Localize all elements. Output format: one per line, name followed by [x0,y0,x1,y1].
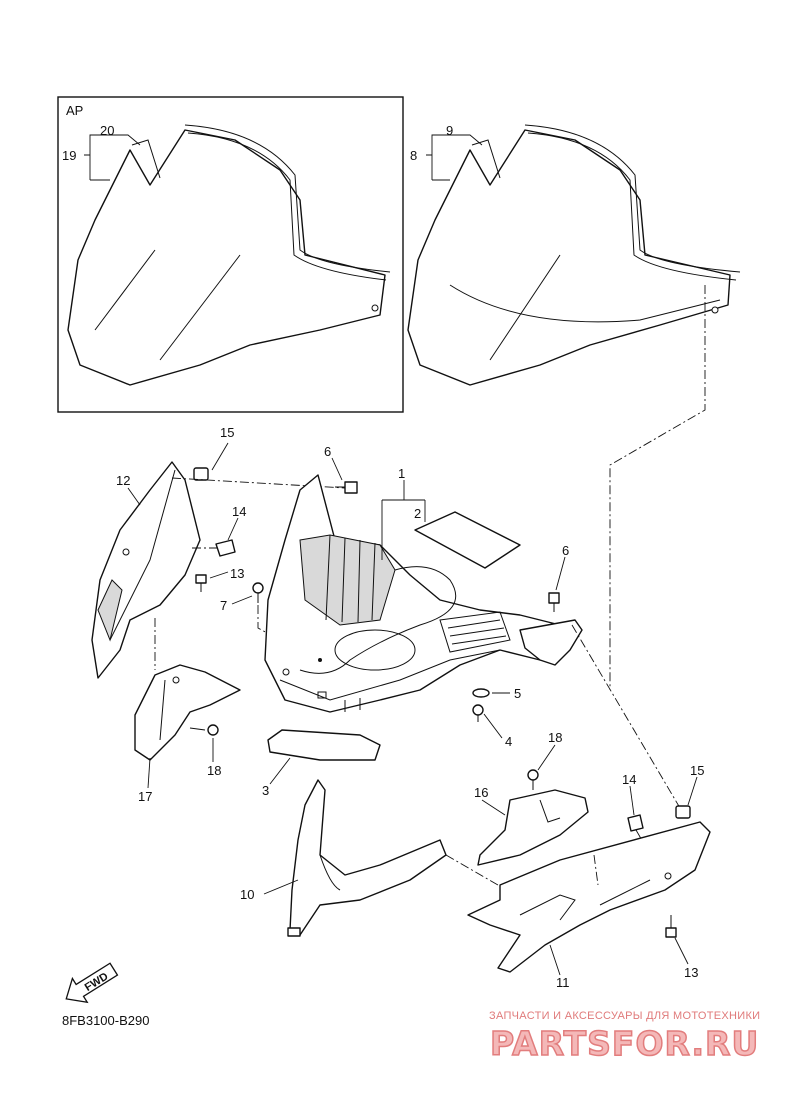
part-17-lower-cover [134,664,241,761]
label-13-right: 13 [684,965,698,980]
label-2: 2 [414,506,421,521]
connector-line-10 [445,854,511,893]
part-10-lower-fairing [287,779,447,937]
leader-11 [549,944,561,976]
part-12-side-panel [91,461,201,679]
screw-18-left [189,724,219,736]
leader-7 [231,595,253,605]
leader-1-2 [381,480,426,560]
grommet-15-right [675,805,691,819]
label-16: 16 [474,785,488,800]
label-4: 4 [505,734,512,749]
label-13-left: 13 [230,566,244,581]
bolt-6-right [548,592,560,612]
label-19: 19 [62,148,76,163]
watermark-tagline: ЗАПЧАСТИ И АКСЕССУАРЫ ДЛЯ МОТОТЕХНИКИ [489,1010,761,1022]
leader-10 [263,879,299,895]
leader-8-9 [426,134,483,181]
label-15-right: 15 [690,763,704,778]
label-10: 10 [240,887,254,902]
diagram-code: 8FB3100-B290 [62,1013,150,1028]
washer-5 [472,688,490,698]
leader-13-left [209,571,229,579]
leader-14-left [227,517,239,541]
inset-label: AP [66,103,83,118]
screw-4 [472,704,484,722]
label-15-top: 15 [220,425,234,440]
screw-13-right [665,915,677,938]
grommet-15-top [193,467,209,481]
leader-4 [483,713,503,739]
label-20: 20 [100,123,114,138]
part-16-cover [477,789,589,866]
label-12: 12 [116,473,130,488]
label-7: 7 [220,598,227,613]
leader-15-right [687,776,698,806]
label-14-left: 14 [232,504,246,519]
label-1: 1 [398,466,405,481]
leader-3 [269,757,291,785]
leader-6-top [331,457,343,481]
label-3: 3 [262,783,269,798]
watermark-logo: PARTSFOR.RU [489,1023,760,1064]
label-14-right: 14 [622,772,636,787]
label-18-right: 18 [548,730,562,745]
leader-17 [147,757,151,789]
leader-16 [481,799,506,816]
nut-14-right [627,814,644,832]
leader-13-right [674,937,689,965]
nut-14-left [215,539,236,557]
label-6-top: 6 [324,444,331,459]
leader-12 [127,487,141,506]
part-1-main-cowling [264,474,576,713]
cowling-bracket-right [519,619,583,666]
label-5: 5 [514,686,521,701]
connector-line-6-15 [571,624,681,809]
leader-19-20 [84,134,141,181]
leader-6-right [555,556,566,591]
label-6-right: 6 [562,543,569,558]
screw-18-right [527,769,539,790]
part-11-lower-fairing [467,821,711,973]
part-2-pad [414,511,521,569]
inset-box [57,96,404,413]
fwd-arrow-icon: FWD [65,962,119,1004]
label-9: 9 [446,123,453,138]
windscreen-right [407,124,741,386]
label-17: 17 [138,789,152,804]
screw-13-left [195,574,207,592]
leader-14-right [629,785,635,816]
label-18-left: 18 [207,763,221,778]
leader-15-top [211,442,229,471]
label-8: 8 [410,148,417,163]
bolt-6-top [335,481,358,494]
part-3-lower-panel [267,729,381,761]
connector-line-inset [609,285,706,690]
label-11: 11 [556,975,570,990]
screw-7 [252,582,264,603]
windscreen-left [67,124,391,386]
leader-18-right [537,744,556,771]
